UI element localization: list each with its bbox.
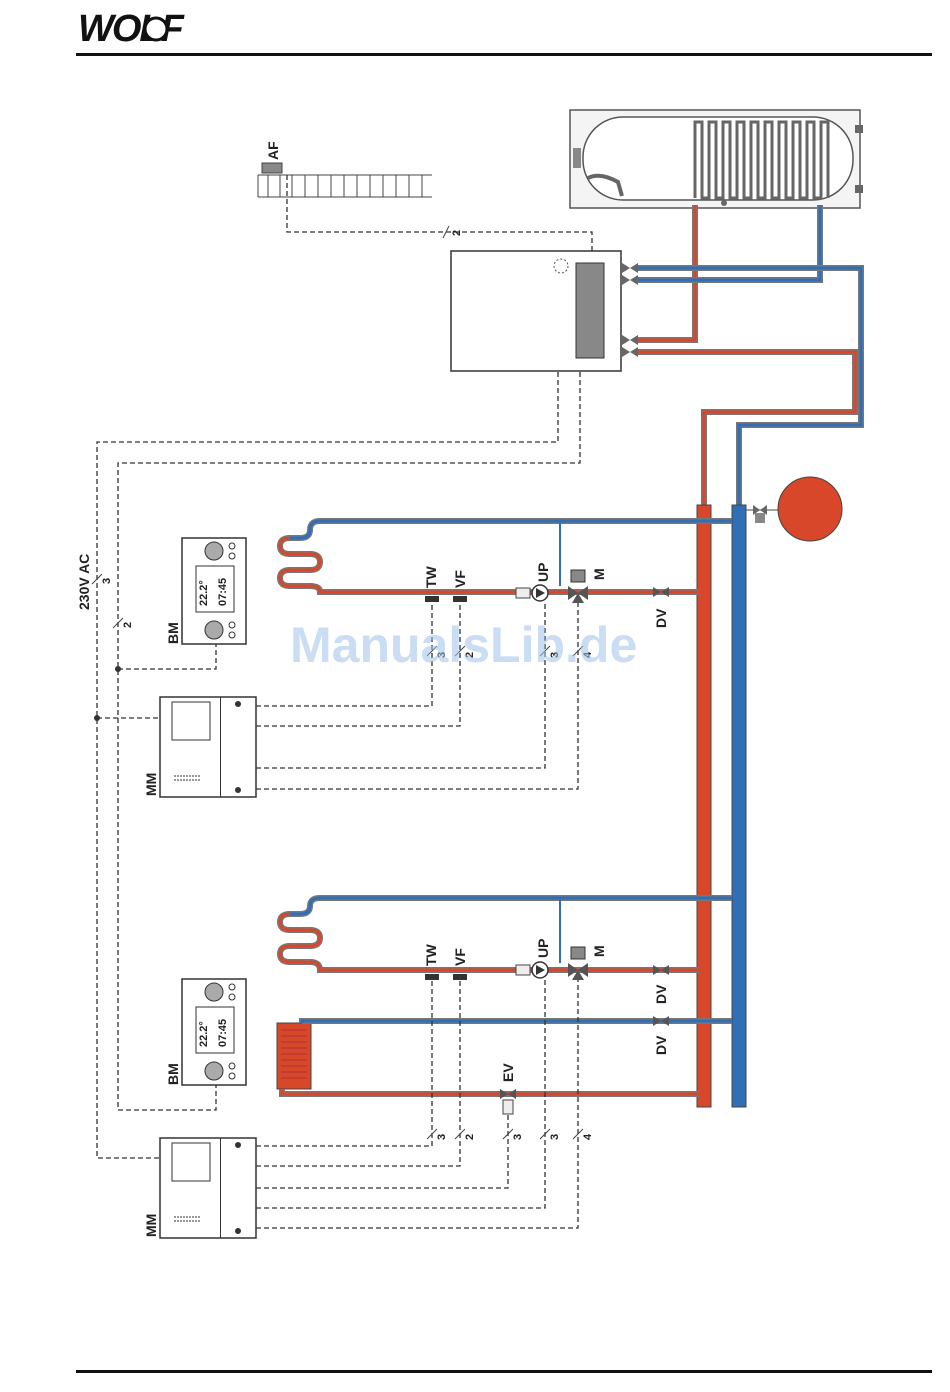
- label-tw-upper: TW: [423, 565, 439, 588]
- mm-lower: [160, 1138, 256, 1238]
- lower-circuit: TW VF UP M DV DV EV: [277, 898, 732, 1114]
- label-ev: EV: [500, 1063, 516, 1082]
- wire-count-supply: 3: [101, 578, 113, 584]
- sensor-tw-lower: [425, 974, 439, 980]
- watermark: ManualsLib.de: [290, 617, 637, 673]
- label-dv-upper: DV: [653, 608, 669, 628]
- sensor-vf-lower: [453, 974, 467, 980]
- wire-count-lo-ev: 3: [512, 1134, 524, 1140]
- bm-upper-temp: 22.2°: [198, 580, 210, 606]
- mixer-lower: [568, 947, 588, 980]
- pump-lower: [516, 962, 548, 978]
- outdoor-sensor: AF: [258, 141, 432, 197]
- bm-lower-temp: 22.2°: [198, 1021, 210, 1047]
- wire-boiler-af: [287, 175, 592, 252]
- wire-count-bm-upper: 2: [122, 622, 134, 628]
- sensor-vf-upper: [453, 596, 467, 602]
- label-vf-lower: VF: [452, 948, 468, 966]
- label-up-upper: UP: [535, 563, 551, 582]
- sensor-tw-upper: [425, 596, 439, 602]
- label-m-upper: M: [591, 568, 607, 580]
- dhw-storage-tank: [570, 110, 863, 208]
- bm-lower: 22.2° 07:45: [182, 979, 246, 1085]
- mm-upper: [160, 697, 256, 797]
- label-mm-upper: MM: [143, 773, 159, 796]
- label-supply-voltage: 230V AC: [76, 554, 92, 610]
- boiler: [451, 251, 638, 371]
- label-bm-lower: BM: [165, 1063, 181, 1085]
- label-bm-upper: BM: [165, 622, 181, 644]
- wire-count-lo-pump: 3: [549, 1134, 561, 1140]
- label-tw-lower: TW: [423, 943, 439, 966]
- wire-count-lo-mixer: 4: [582, 1133, 594, 1140]
- mixer-upper: [568, 570, 588, 603]
- valve-dv-lower-1: [653, 965, 669, 975]
- label-mm-lower: MM: [143, 1214, 159, 1237]
- valve-dv-lower-2: [653, 1016, 669, 1026]
- radiator: [277, 1023, 311, 1089]
- wire-count-af: 2: [451, 230, 463, 236]
- bm-upper: 22.2° 07:45: [182, 538, 246, 644]
- boiler-valves: [622, 263, 638, 357]
- label-vf-upper: VF: [452, 570, 468, 588]
- label-af: AF: [265, 141, 281, 160]
- bm-lower-time: 07:45: [217, 1019, 229, 1047]
- expansion-vessel: [746, 477, 842, 541]
- label-m-lower: M: [591, 945, 607, 957]
- label-up-lower: UP: [535, 939, 551, 958]
- wire-count-lo-vf: 2: [464, 1134, 476, 1140]
- bm-upper-time: 07:45: [217, 578, 229, 606]
- wire-count-lo-tw: 3: [436, 1134, 448, 1140]
- pump-upper: [516, 585, 548, 601]
- label-dv-lower-2: DV: [653, 1035, 669, 1055]
- label-dv-lower-1: DV: [653, 984, 669, 1004]
- valve-dv-upper: [653, 587, 669, 597]
- upper-circuit: TW VF UP M DV: [280, 521, 732, 628]
